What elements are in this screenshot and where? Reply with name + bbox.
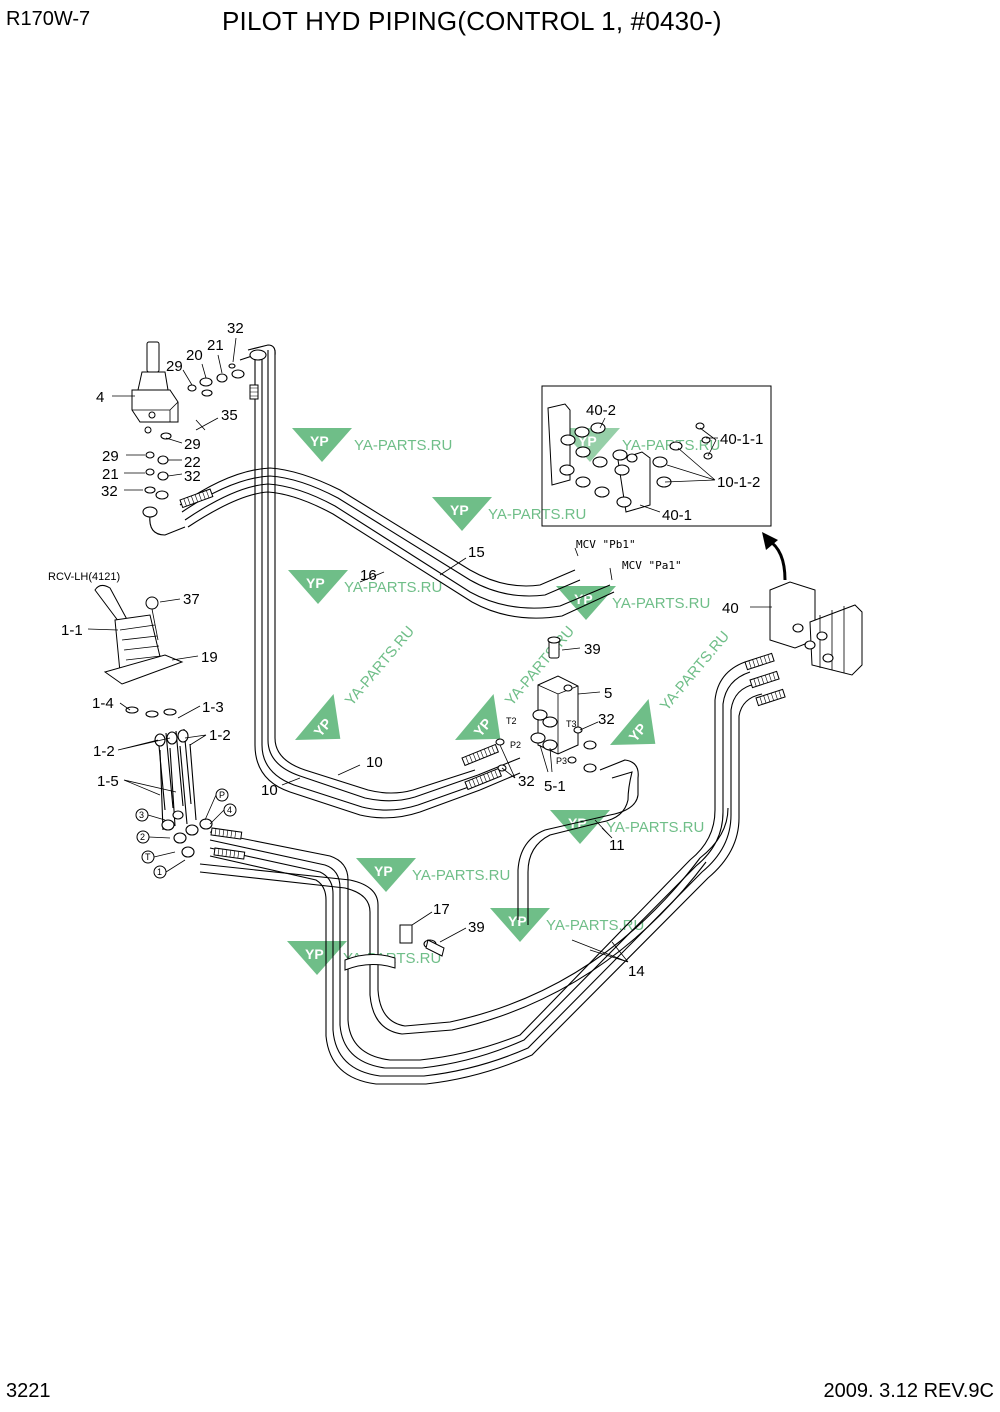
callout-40-1: 40-1 xyxy=(662,507,692,524)
callout-40-1-1: 40-1-1 xyxy=(720,431,763,448)
callout-29: 29 xyxy=(102,448,119,465)
port-1: 1 xyxy=(157,867,162,877)
port-p: P xyxy=(219,790,225,800)
svg-text:YA-PARTS.RU: YA-PARTS.RU xyxy=(488,506,586,523)
svg-text:YA-PARTS.RU: YA-PARTS.RU xyxy=(657,628,733,714)
model-number: R170W-7 xyxy=(6,8,91,30)
callout-39: 39 xyxy=(468,919,485,936)
svg-text:YP: YP xyxy=(374,863,393,879)
port-2: 2 xyxy=(140,832,145,842)
pipe-routing xyxy=(149,344,763,1085)
svg-text:YP: YP xyxy=(574,591,593,607)
mcv-pa1-label: MCV "Pa1" xyxy=(622,559,682,572)
valve-cluster-40 xyxy=(769,581,863,676)
callout-1-2: 1-2 xyxy=(209,727,231,744)
callout-5-1: 5-1 xyxy=(544,778,566,795)
callout-1-3: 1-3 xyxy=(202,699,224,716)
svg-text:YP: YP xyxy=(450,502,469,518)
port-t2: T2 xyxy=(506,716,517,726)
watermark-logo: YP YA-PARTS.RU xyxy=(292,428,452,462)
page-number: 3221 xyxy=(6,1380,51,1402)
callout-10: 10 xyxy=(261,782,278,799)
svg-text:YP: YP xyxy=(310,433,329,449)
port-3: 3 xyxy=(139,810,144,820)
callout-1-2: 1-2 xyxy=(93,743,115,760)
reference-labels: RCV-LH(4121) MCV "Pb1" MCV "Pa1" xyxy=(48,538,682,583)
callout-40: 40 xyxy=(722,600,739,617)
watermark-logo-rotated: YP YA-PARTS.RU xyxy=(610,628,733,745)
port-markers xyxy=(135,788,237,879)
callout-35: 35 xyxy=(221,407,238,424)
callout-22: 22 xyxy=(184,454,201,471)
callout-14: 14 xyxy=(628,963,645,980)
mcv-pb1-label: MCV "Pb1" xyxy=(576,538,636,551)
svg-text:YA-PARTS.RU: YA-PARTS.RU xyxy=(546,917,644,934)
svg-text:YA-PARTS.RU: YA-PARTS.RU xyxy=(606,819,704,836)
svg-text:YA-PARTS.RU: YA-PARTS.RU xyxy=(354,437,452,454)
callout-40-2: 40-2 xyxy=(586,402,616,419)
callout-1-5: 1-5 xyxy=(97,773,119,790)
callout-15: 15 xyxy=(468,544,485,561)
svg-text:YA-PARTS.RU: YA-PARTS.RU xyxy=(342,623,418,709)
revision-date: 2009. 3.12 REV.9C xyxy=(823,1380,995,1402)
svg-text:YP: YP xyxy=(306,575,325,591)
callout-1-1: 1-1 xyxy=(61,622,83,639)
valve-block-4 xyxy=(131,341,179,434)
watermark-logo: YP YA-PARTS.RU xyxy=(432,497,586,531)
port-t3: T3 xyxy=(566,719,577,729)
port-4: 4 xyxy=(227,805,232,815)
leader-lines xyxy=(87,337,772,963)
callout-32: 32 xyxy=(598,711,615,728)
rcv-reference: RCV-LH(4121) xyxy=(48,571,120,583)
callout-32: 32 xyxy=(184,468,201,485)
watermark-logo-rotated: YP YA-PARTS.RU xyxy=(295,623,418,740)
rcv-ports xyxy=(154,728,213,858)
callout-20: 20 xyxy=(186,347,203,364)
page-title: PILOT HYD PIPING(CONTROL 1, #0430-) xyxy=(222,6,722,36)
callout-19: 19 xyxy=(201,649,218,666)
callout-5: 5 xyxy=(604,685,612,702)
watermark-logo: YP YA-PARTS.RU xyxy=(288,570,442,604)
callout-29: 29 xyxy=(166,358,183,375)
callout-16: 16 xyxy=(360,567,377,584)
block-5 xyxy=(495,636,597,773)
watermark-logo: YP YA-PARTS.RU xyxy=(490,908,644,942)
port-p3: P3 xyxy=(556,756,567,766)
watermark-logo: YP YA-PARTS.RU xyxy=(550,810,704,844)
clamp-17 xyxy=(344,924,445,971)
hose-segments xyxy=(179,384,786,860)
callout-32: 32 xyxy=(518,773,535,790)
inset-fittings xyxy=(559,422,713,508)
callout-17: 17 xyxy=(433,901,450,918)
watermark-logo: YP YA-PARTS.RU xyxy=(556,586,710,620)
svg-text:YP: YP xyxy=(305,946,324,962)
callout-39: 39 xyxy=(584,641,601,658)
fittings-part4 xyxy=(142,349,267,518)
callout-labels: 4 29 20 21 32 35 29 29 22 21 32 32 40-2 … xyxy=(61,320,763,980)
port-labels: T2 T3 P2 P3 P 4 3 2 T 1 xyxy=(139,716,577,877)
inset-detail-box xyxy=(541,385,772,527)
svg-text:YA-PARTS.RU: YA-PARTS.RU xyxy=(612,595,710,612)
callout-32: 32 xyxy=(101,483,118,500)
rcv-lever xyxy=(94,584,184,718)
callout-11: 11 xyxy=(609,837,625,854)
callout-10-1-2: 10-1-2 xyxy=(717,474,760,491)
svg-text:YA-PARTS.RU: YA-PARTS.RU xyxy=(412,867,510,884)
port-p2: P2 xyxy=(510,740,521,750)
callout-21: 21 xyxy=(207,337,224,354)
callout-1-4: 1-4 xyxy=(92,695,114,712)
svg-text:YP: YP xyxy=(508,913,527,929)
callout-32: 32 xyxy=(227,320,244,337)
watermark-logo: YP YA-PARTS.RU xyxy=(356,858,510,892)
detail-arrow xyxy=(762,532,787,581)
callout-4: 4 xyxy=(96,389,104,406)
callout-10: 10 xyxy=(366,754,383,771)
svg-text:YA-PARTS.RU: YA-PARTS.RU xyxy=(344,579,442,596)
port-t: T xyxy=(145,852,151,862)
callout-37: 37 xyxy=(183,591,200,608)
callout-29: 29 xyxy=(184,436,201,453)
callout-21: 21 xyxy=(102,466,119,483)
